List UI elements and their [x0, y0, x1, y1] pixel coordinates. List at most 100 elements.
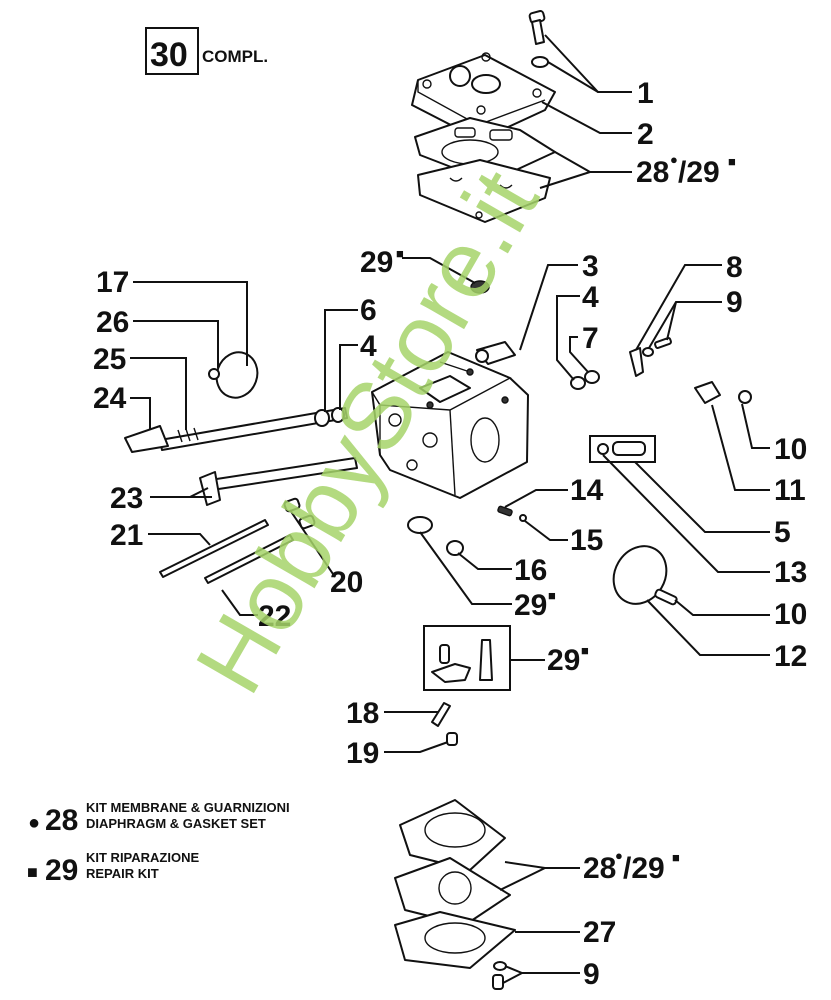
- lead-28-29-b: [539, 171, 591, 189]
- callout-15: 15: [570, 524, 603, 557]
- part-washer-4: [570, 376, 586, 390]
- legend-marker-dot: ●: [28, 812, 40, 834]
- callout-19: 19: [346, 737, 379, 770]
- callout-17: 17: [96, 266, 129, 299]
- part-lever-11: [694, 381, 721, 404]
- callout-13: 13: [774, 556, 807, 589]
- lead-13: [602, 454, 770, 573]
- lead-1b: [547, 61, 599, 93]
- callout-8: 8: [726, 251, 743, 284]
- svg-text:/29: /29: [623, 852, 665, 885]
- callout-5: 5: [774, 516, 791, 549]
- part-screw-10-top: [738, 390, 752, 404]
- part-box-lever: [431, 663, 471, 683]
- assembly-number: 30: [150, 36, 188, 74]
- svg-text:■: ■: [672, 850, 680, 865]
- part-clip-8: [629, 347, 644, 377]
- part-box-13-5: [589, 435, 656, 463]
- lead-2: [541, 101, 632, 134]
- part-screw-26: [208, 368, 220, 380]
- assembly-compl-text: COMPL.: [202, 47, 268, 66]
- callout-16: 16: [514, 554, 547, 587]
- legend-line2-28: DIAPHRAGM & GASKET SET: [86, 816, 266, 831]
- part-bottom-diaphragm: [394, 857, 511, 926]
- part-cover-plate: [411, 52, 556, 141]
- callout-3: 3: [582, 250, 599, 283]
- svg-text:28: 28: [583, 852, 616, 885]
- callout-22: 22: [258, 600, 291, 633]
- callout-21: 21: [110, 519, 143, 552]
- part-plug-16: [446, 540, 464, 556]
- callout-4-right: 4: [582, 281, 599, 314]
- assembly-number-box: [145, 27, 199, 75]
- lead-1a: [544, 34, 632, 93]
- svg-text:29: 29: [514, 589, 547, 622]
- lead-24: [130, 397, 151, 430]
- lead-15: [524, 520, 568, 541]
- callout-29-disc: 29 ■: [514, 588, 556, 622]
- lead-7: [569, 336, 589, 373]
- part-filter-screen: [470, 280, 490, 294]
- part-disc-29: [407, 516, 433, 534]
- legend-marker-square: ■: [27, 862, 38, 882]
- callout-2: 2: [637, 118, 654, 151]
- legend-line2-29: REPAIR KIT: [86, 866, 159, 881]
- part-cover-27: [394, 911, 516, 969]
- svg-text:28: 28: [636, 156, 669, 189]
- part-seal-6: [314, 409, 330, 427]
- svg-text:●: ●: [670, 152, 678, 167]
- svg-text:29: 29: [360, 246, 393, 279]
- lead-11: [711, 404, 770, 491]
- callout-12: 12: [774, 640, 807, 673]
- part-spring-25: [177, 427, 199, 443]
- svg-text:■: ■: [548, 588, 556, 603]
- svg-text:■: ■: [728, 154, 736, 169]
- lead-23a: [150, 487, 209, 498]
- callout-6: 6: [360, 294, 377, 327]
- callout-29-screen: 29 ■: [360, 246, 404, 279]
- callout-23: 23: [110, 482, 143, 515]
- part-bottom-gasket: [399, 799, 506, 871]
- lead-10-bottom: [674, 599, 770, 616]
- part-carburetor-body: [371, 341, 529, 499]
- callout-26: 26: [96, 306, 129, 339]
- lead-10-top: [741, 403, 770, 449]
- lead-3: [519, 264, 578, 351]
- part-screw-10-bottom: [654, 588, 678, 606]
- part-screw-washer: [528, 10, 549, 68]
- svg-text:●: ●: [615, 848, 623, 863]
- part-box-needle: [479, 639, 493, 681]
- part-plate-12: [612, 545, 668, 605]
- legend-number-28: 28: [45, 804, 78, 837]
- part-pin-18: [431, 702, 451, 727]
- part-lever-24: [124, 425, 169, 453]
- legend-number-29: 29: [45, 854, 78, 887]
- part-needle-22: [204, 534, 294, 584]
- part-spring-14: [497, 505, 513, 517]
- callout-4-left: 4: [360, 330, 377, 363]
- callout-20: 20: [330, 566, 363, 599]
- part-spring-20a: [283, 497, 301, 513]
- legend-line1-29: KIT RIPARAZIONE: [86, 850, 199, 865]
- lead-8: [635, 264, 722, 351]
- callout-1: 1: [637, 77, 654, 110]
- lead-9b: [666, 301, 677, 341]
- legend-item-28: ● 28 KIT MEMBRANE & GUARNIZIONI DIAPHRAG…: [28, 800, 290, 837]
- callout-9-top: 9: [726, 286, 743, 319]
- legend-line1-28: KIT MEMBRANE & GUARNIZIONI: [86, 800, 290, 815]
- lead-16: [457, 552, 512, 570]
- part-washer-13: [597, 443, 609, 455]
- callout-28-29-bottom: 28 ● /29 ■: [583, 848, 680, 885]
- lead-17: [133, 281, 248, 366]
- lead-14: [504, 489, 568, 508]
- callout-9-bottom: 9: [583, 958, 600, 991]
- svg-text:29: 29: [547, 644, 580, 677]
- callout-28-29-top: 28 ● /29 ■: [636, 152, 736, 189]
- part-washer-9-bottom: [493, 961, 507, 971]
- lead-21: [148, 533, 211, 546]
- lead-28-29-a: [554, 151, 632, 173]
- lead-6: [324, 309, 358, 412]
- part-box-spring: [439, 644, 450, 664]
- lead-22: [221, 589, 258, 616]
